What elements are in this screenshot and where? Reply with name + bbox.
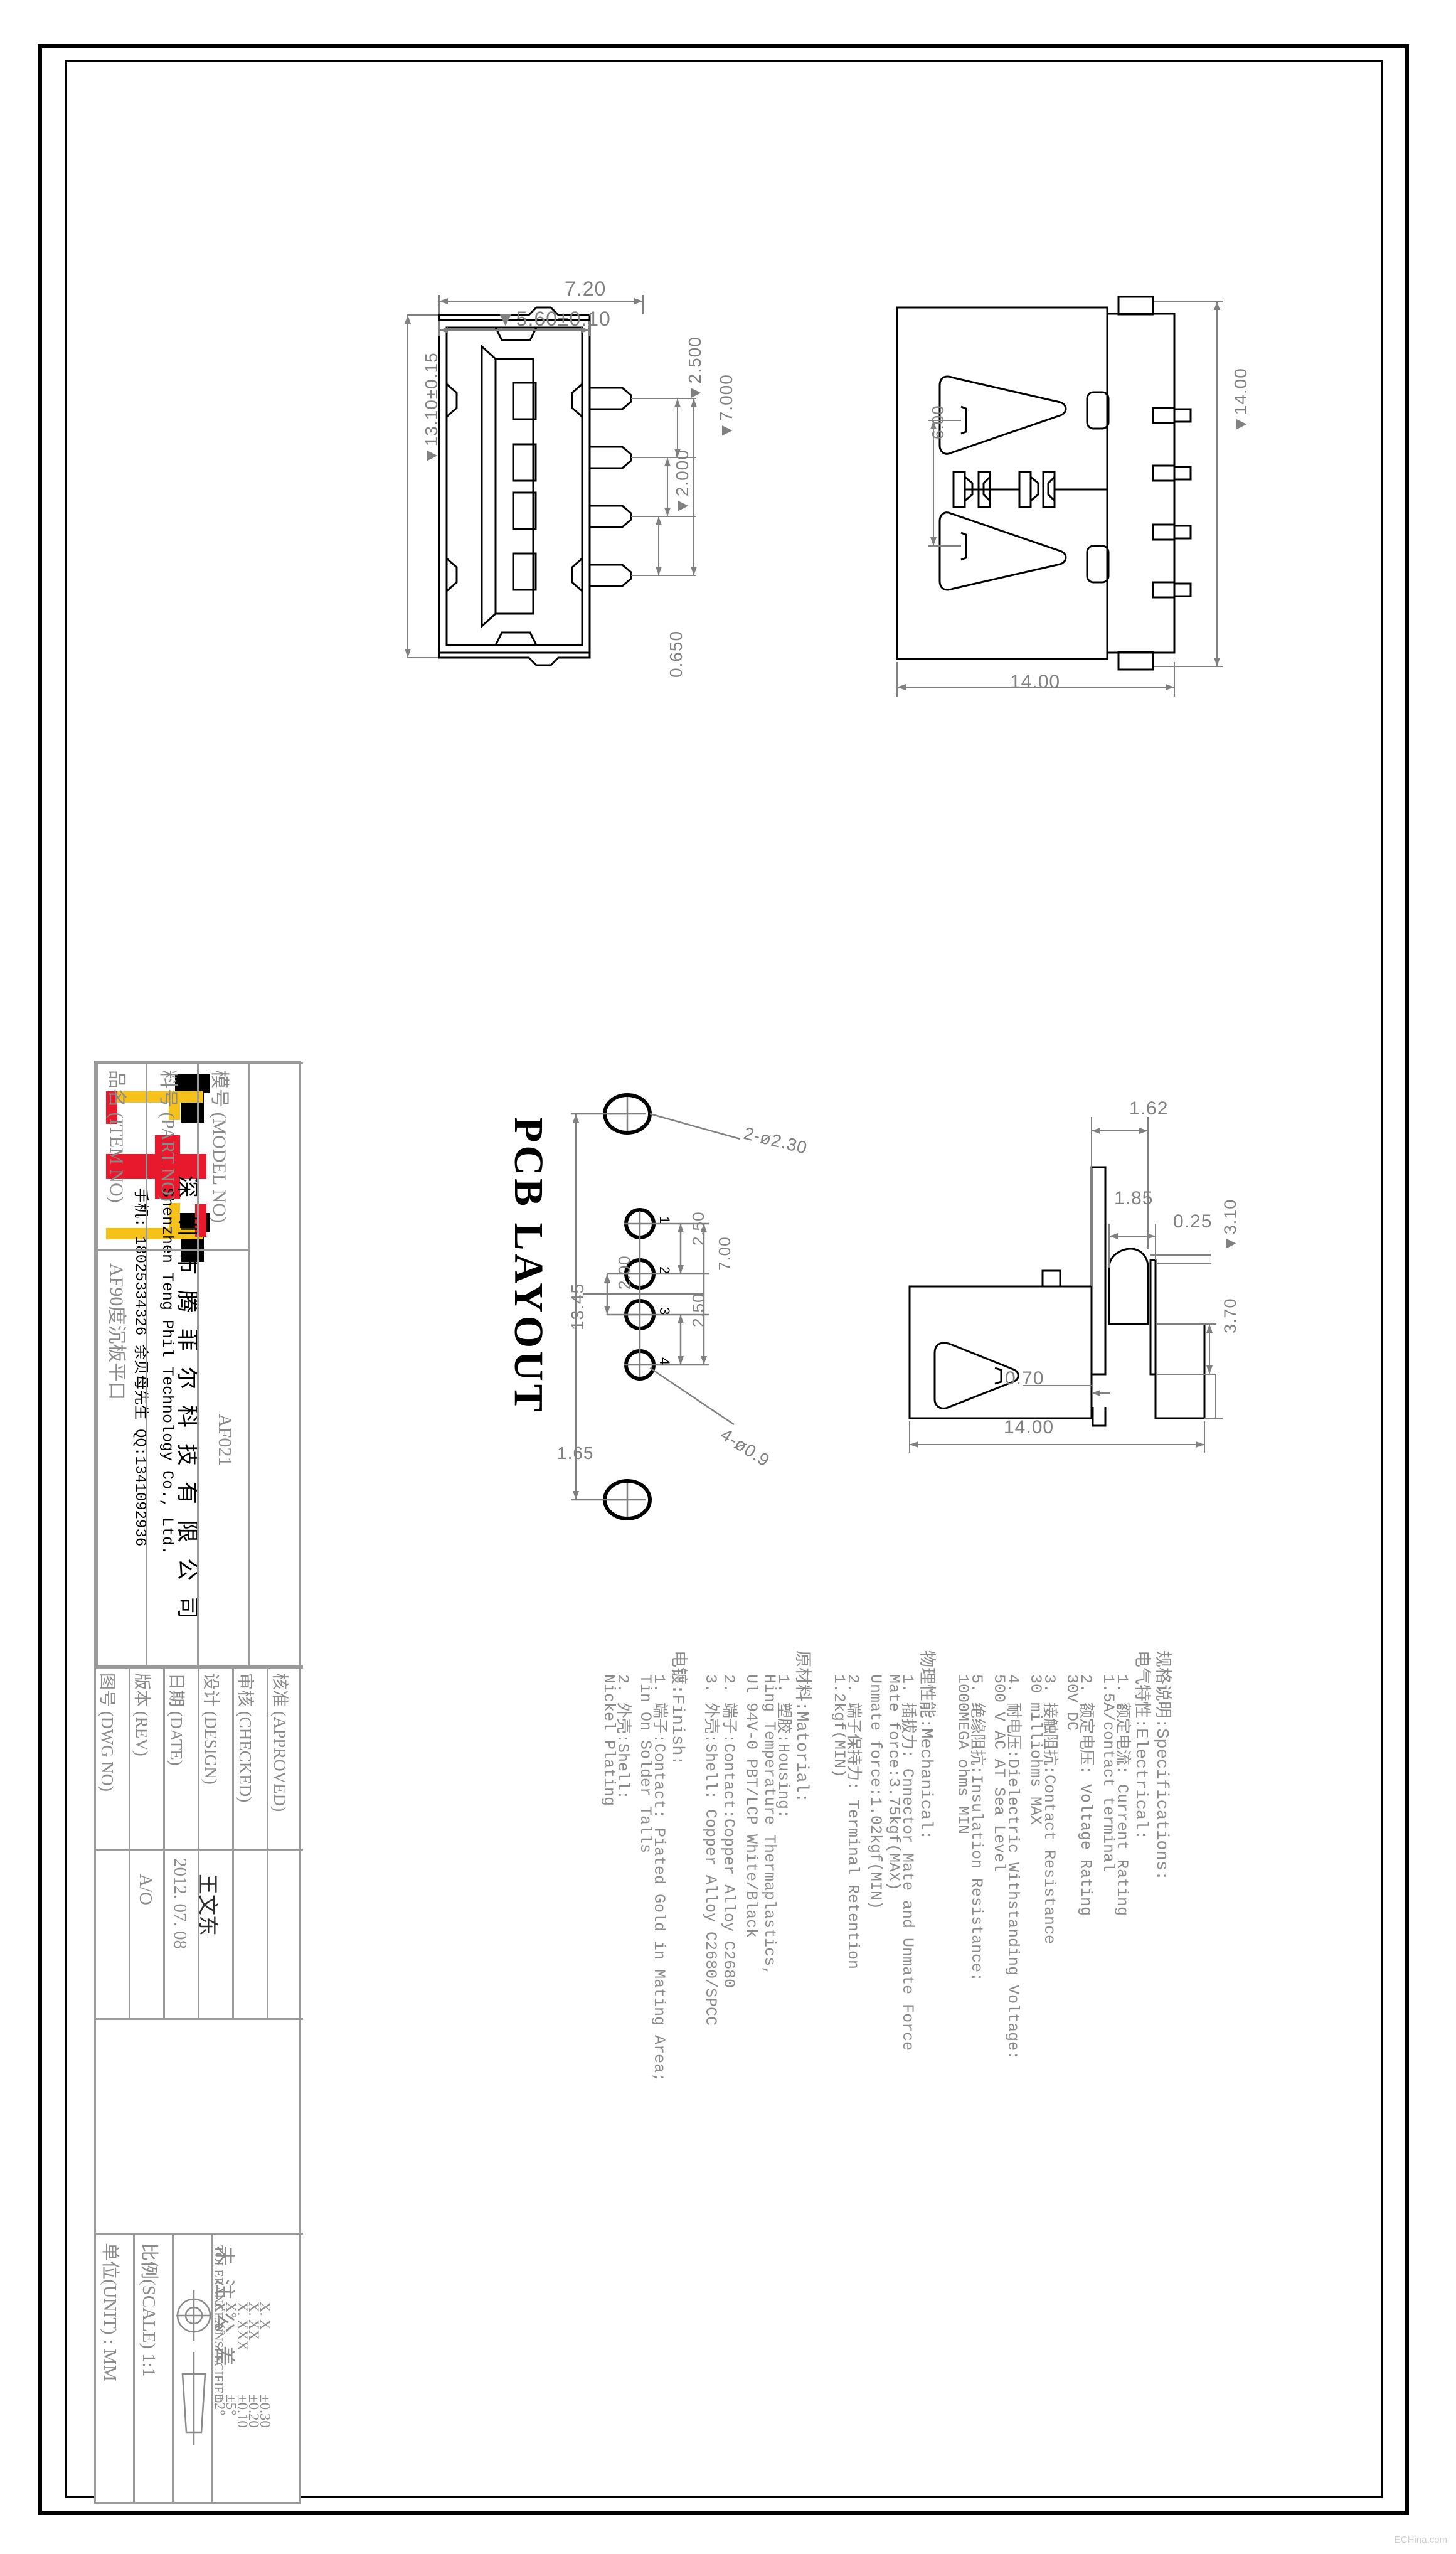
- dim-front-contact-width: 0.650: [666, 630, 686, 678]
- dim-pcb-span-700: 7.00: [715, 1236, 734, 1271]
- label-rev: 版本 (REV): [132, 1673, 151, 1756]
- dim-detail-162: 1.62: [1129, 1098, 1169, 1119]
- third-angle-projection-icon: [176, 2290, 211, 2445]
- row-model-no: 模号 (MODEL NO) AF021: [199, 1062, 250, 1665]
- dim-pcb-span-1345: 13.45: [568, 1283, 587, 1330]
- sheet-border-inner: [65, 60, 1383, 2498]
- spec-finish-item-2b: Nickel Plating: [600, 1674, 618, 1807]
- row-date: 日期 (DATE) 2012. 07. 08: [165, 1667, 199, 2018]
- sheet-border-outer: [38, 44, 1409, 2515]
- dim-front-width-overall: 7.20: [565, 277, 607, 300]
- dim-pcb-offset-165: 1.65: [557, 1443, 594, 1463]
- title-block-left-group: 品名 (ITEM NO) AF90度沉板平口 料号 (PART NO) 模号 (…: [96, 1062, 303, 1665]
- row-dwg-no: 图号 (DWG NO): [96, 1667, 130, 2018]
- dim-detail-310: ▼3.10: [1221, 1199, 1240, 1252]
- spec-material-item-1b: Hing Temperature Thermaplastics,: [760, 1674, 778, 1976]
- spec-electrical-item-5b: 1000MEGA ohms MIN: [954, 1674, 972, 1835]
- dim-pcb-pitch-200: 2.00: [615, 1255, 634, 1290]
- logo-red-top-bar: [106, 1091, 117, 1124]
- dim-detail-070: 0.70: [1005, 1368, 1044, 1389]
- pcb-pin-4-label: 4: [657, 1357, 672, 1365]
- tolerance-val-4: ±2°: [212, 2395, 228, 2416]
- row-design: 设计 (DESIGN) 王文东: [196, 1667, 234, 2018]
- value-rev: A/O: [136, 1874, 156, 1905]
- spec-material-item-1c: Ul 94V-0 PBT/LCP White/Black: [742, 1674, 760, 1938]
- pcb-pin-2-label: 2: [657, 1266, 672, 1274]
- pcb-pin-1-label: 1: [657, 1216, 672, 1224]
- dim-pcb-pitch-250-top: 2.50: [689, 1211, 708, 1246]
- tolerance-key-4: X. X°: [212, 2302, 228, 2336]
- spec-finish-item-1b: Tin On Solder Talls: [636, 1674, 654, 1854]
- title-block-divider: [96, 1665, 303, 1667]
- row-rev: 版本 (REV) A/O: [130, 1667, 165, 2018]
- row-part-no: 料号 (PART NO): [147, 1062, 199, 1665]
- footer-scale-cell: 比例(SCALE) 1:1: [135, 2233, 174, 2504]
- label-scale: 比例(SCALE) 1:1: [139, 2243, 159, 2377]
- value-design: 王文东: [196, 1874, 218, 1936]
- label-part-no: 料号 (PART NO): [157, 1070, 178, 1202]
- dim-front-pitch-top: ▼2.500: [685, 336, 704, 402]
- dim-detail-025: 0.25: [1173, 1211, 1213, 1232]
- label-date: 日期 (DATE): [167, 1673, 186, 1766]
- spec-material-item-3: 3. 外壳:Shell: Copper Alloy C2680/SPCC: [701, 1674, 720, 2026]
- logo-red-cross-v: [155, 1135, 180, 1199]
- row-checked: 审核 (CHECKED): [234, 1667, 268, 2018]
- logo-yellow-top-vert: [169, 1091, 180, 1120]
- pcb-pin-3-label: 3: [657, 1307, 672, 1315]
- title-block-right-group: 图号 (DWG NO) 版本 (REV) A/O 日期 (DATE) 2012.…: [96, 1667, 303, 2231]
- spec-electrical-item-4b: 500 V AC AT Sea Level: [990, 1674, 1008, 1873]
- spec-electrical-item-1b: 1.5A/contact terminal: [1099, 1674, 1117, 1873]
- dim-detail-185: 1.85: [1114, 1188, 1154, 1209]
- site-watermark: ECHina.com: [1394, 2535, 1447, 2545]
- dim-front-span-contacts: ▼7.000: [716, 374, 736, 439]
- footer-projection-cell: [174, 2233, 213, 2504]
- dim-front-height-overall: ▼13.10±0.15: [422, 352, 441, 464]
- label-checked: 审核 (CHECKED): [236, 1673, 255, 1803]
- dim-side-height-14: ▼14.00: [1231, 368, 1250, 433]
- label-approved: 核准 (APPROVED): [270, 1673, 289, 1812]
- dim-front-pitch-mid: ▼2.000: [672, 449, 692, 515]
- row-approved: 核准 (APPROVED): [268, 1667, 303, 2018]
- value-date: 2012. 07. 08: [170, 1858, 190, 1949]
- label-model-no: 模号 (MODEL NO): [209, 1070, 230, 1223]
- label-design: 设计 (DESIGN): [201, 1673, 220, 1785]
- label-dwg-no: 图号 (DWG NO): [98, 1673, 117, 1792]
- spec-mechanical-item-1b: Mate force:3.75kgf(MAX): [885, 1674, 903, 1891]
- spec-electrical-item-2b: 30V DC: [1063, 1674, 1081, 1731]
- dim-side-gap-600: 6.00: [928, 405, 947, 439]
- spec-electrical-item-3b: 30 milliohms MAX: [1026, 1674, 1044, 1825]
- title-block-footer: 单位(UNIT) : MM 比例(SCALE) 1:1: [96, 2233, 303, 2504]
- title-block: 深 圳 市 腾 菲 尔 科 技 有 限 公 司 Shenzhen Teng Ph…: [94, 1061, 303, 2504]
- value-item-no: AF90度沉板平口: [106, 1263, 127, 1401]
- row-item-no: 品名 (ITEM NO) AF90度沉板平口: [96, 1062, 147, 1665]
- spec-mechanical-item-2b: 1.2kgf(MIN): [830, 1674, 848, 1778]
- label-item-no: 品名 (ITEM NO): [106, 1070, 127, 1203]
- footer-unit-cell: 单位(UNIT) : MM: [96, 2233, 135, 2504]
- value-model-no: AF021: [215, 1414, 235, 1467]
- footer-tolerance-cell: 未 注 公 差 TOLERANCE UNSPECIFIED X. X X. XX…: [211, 2233, 303, 2504]
- dim-pcb-pitch-250-bot: 2.50: [689, 1293, 708, 1327]
- dim-detail-1400: 14.00: [1004, 1417, 1055, 1438]
- spec-mechanical-item-1c: Unmate force:1.02kgf(MIN): [866, 1674, 885, 1910]
- label-unit: 单位(UNIT) : MM: [100, 2243, 120, 2381]
- pcb-layout-title: PCB LAYOUT: [506, 1117, 551, 1415]
- dim-front-width-inner: ▼5.60±0.10: [496, 307, 611, 330]
- dim-detail-370: 3.70: [1221, 1298, 1240, 1333]
- logo-yellow-bottom-vert: [169, 1203, 180, 1234]
- dim-side-depth-14: 14.00: [1010, 671, 1061, 692]
